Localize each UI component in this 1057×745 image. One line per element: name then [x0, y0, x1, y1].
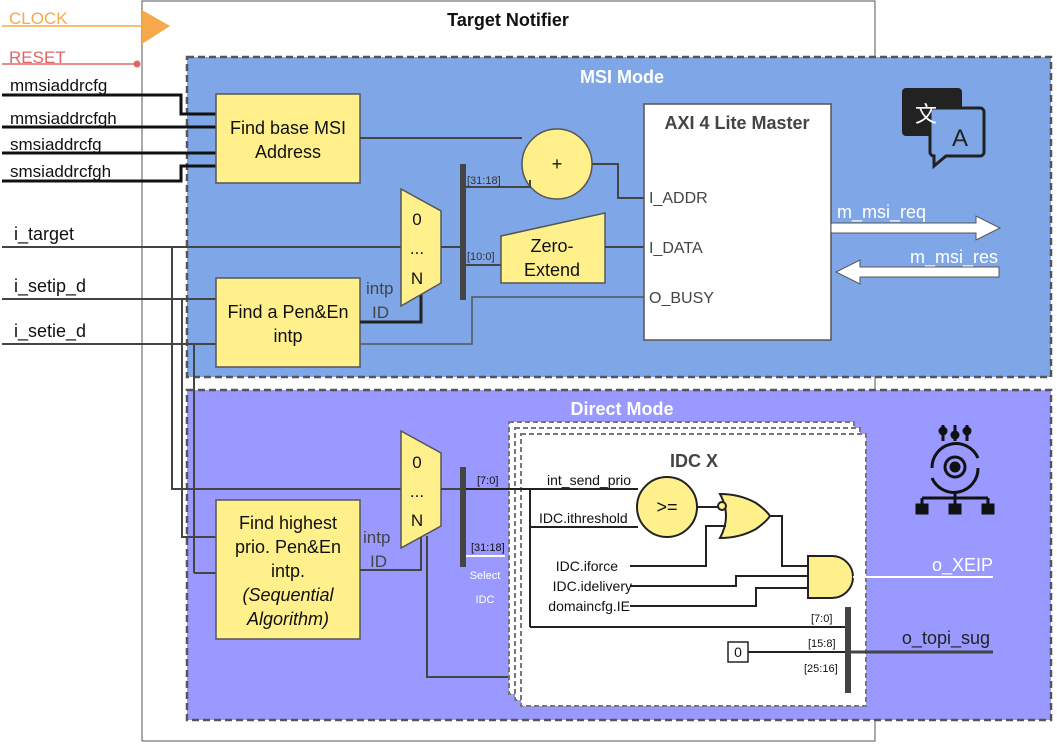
msi-bus-hi: [31:18] — [467, 175, 501, 187]
topi-output-label: o_topi_sug — [902, 628, 990, 649]
find-pen-en-label-2: intp — [273, 326, 302, 346]
gear-network-icon — [915, 425, 995, 515]
input-smsiaddrcfgh: smsiaddrcfgh — [10, 162, 111, 181]
topi-bit-15-8: [15:8] — [808, 638, 836, 650]
adder-symbol: + — [552, 154, 563, 174]
axi-port-addr: I_ADDR — [649, 190, 708, 207]
direct-id-label: ID — [370, 552, 387, 571]
input-smsiaddrcfg: smsiaddrcfg — [10, 135, 102, 154]
direct-bus-splitter — [460, 467, 466, 567]
direct-mode-title: Direct Mode — [570, 399, 673, 419]
translate-icon: 文 A — [902, 88, 986, 170]
ithreshold-label: IDC.ithreshold — [539, 510, 628, 526]
svg-text:文: 文 — [915, 102, 937, 127]
zero-constant: 0 — [734, 644, 742, 660]
input-mmsiaddrcfg: mmsiaddrcfg — [10, 76, 107, 95]
or-gate — [718, 492, 772, 540]
page-title: Target Notifier — [447, 10, 569, 30]
idelivery-label: IDC.idelivery — [553, 578, 632, 594]
clock-triangle — [142, 10, 170, 44]
msi-mode-title: MSI Mode — [580, 67, 664, 87]
direct-bus-lo: [7:0] — [477, 475, 498, 487]
zero-extend-block — [500, 212, 606, 284]
direct-mux-dots: ... — [410, 482, 424, 501]
direct-intp-label: intp — [363, 528, 390, 547]
iforce-label: IDC.iforce — [556, 558, 618, 574]
msi-id-label: ID — [372, 303, 389, 322]
msi-intp-label: intp — [366, 279, 393, 298]
input-mmsiaddrcfgh: mmsiaddrcfgh — [10, 109, 117, 128]
reset-label: RESET — [9, 48, 66, 67]
comparator-symbol: >= — [656, 497, 677, 517]
msi-bus-splitter — [460, 164, 466, 300]
axi-title: AXI 4 Lite Master — [664, 113, 809, 133]
msi-req-arrow — [830, 215, 1002, 241]
topi-bit-7-0: [7:0] — [811, 613, 832, 625]
find-prio-label-5: Algorithm) — [246, 609, 329, 629]
find-prio-label-3: intp. — [271, 561, 305, 581]
topi-bus — [845, 607, 851, 693]
zero-extend-label-2: Extend — [524, 260, 580, 280]
find-prio-label-4: (Sequential — [242, 585, 334, 605]
msi-req-label: m_msi_req — [837, 202, 926, 223]
msi-mux-dots: ... — [410, 239, 424, 258]
find-prio-label-2: prio. Pen&En — [235, 537, 341, 557]
msi-mux-0: 0 — [412, 210, 421, 229]
idc-title: IDC X — [670, 451, 718, 471]
and-gate — [807, 555, 854, 599]
domaincfg-ie-label: domaincfg.IE — [548, 598, 630, 614]
direct-mux-n: N — [411, 511, 423, 530]
find-prio-label-1: Find highest — [239, 513, 337, 533]
direct-bus-hi: [31:18] — [471, 542, 505, 554]
input-i-target: i_target — [14, 224, 74, 245]
topi-bit-25-16: [25:16] — [804, 663, 838, 675]
select-idc-label-1: Select — [470, 570, 501, 582]
reset-port — [133, 60, 141, 68]
find-base-msi-label-2: Address — [255, 142, 321, 162]
find-pen-en-label-1: Find a Pen&En — [227, 302, 348, 322]
input-i-setip-d: i_setip_d — [14, 276, 86, 297]
msi-mux — [400, 187, 442, 308]
clock-label: CLOCK — [9, 9, 68, 28]
direct-mux — [400, 429, 442, 550]
msi-bus-lo: [10:0] — [467, 251, 495, 263]
input-i-setie-d: i_setie_d — [14, 321, 86, 342]
select-idc-label-2: IDC — [476, 594, 495, 606]
zero-extend-label-1: Zero- — [530, 236, 573, 256]
find-base-msi-block — [215, 93, 361, 184]
find-pen-en-block — [215, 277, 361, 368]
axi-lite-master-block — [643, 103, 832, 341]
axi-port-busy: O_BUSY — [649, 290, 714, 307]
msi-res-arrow — [834, 259, 1000, 285]
xeip-output-label: o_XEIP — [932, 555, 993, 576]
msi-mux-n: N — [411, 269, 423, 288]
int-send-prio-label: int_send_prio — [547, 472, 631, 488]
or-invert-bubble — [717, 501, 727, 511]
axi-port-data: I_DATA — [649, 240, 703, 257]
zero-constant-box — [727, 641, 749, 663]
find-base-msi-label-1: Find base MSI — [230, 118, 346, 138]
msi-res-label: m_msi_res — [910, 247, 998, 268]
svg-text:A: A — [952, 125, 968, 152]
find-highest-prio-block — [215, 499, 361, 640]
direct-mux-0: 0 — [412, 453, 421, 472]
